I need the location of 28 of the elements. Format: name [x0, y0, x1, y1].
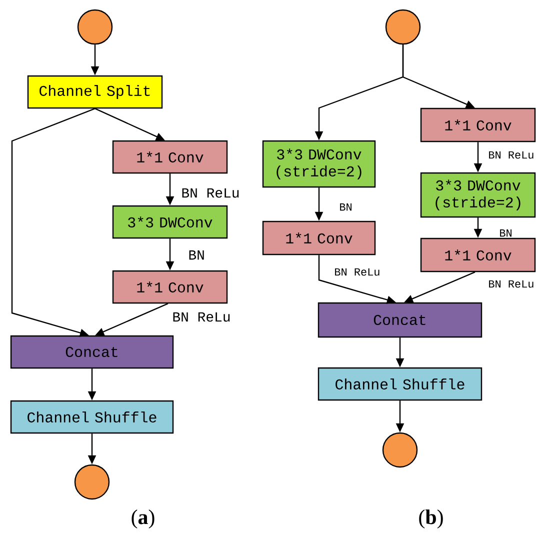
edge-label: BN ReLu [182, 188, 239, 198]
process-box: 1*1 Conv [420, 238, 536, 272]
process-box: 1*1 Conv [112, 140, 228, 174]
panel-label: (a) [132, 510, 154, 528]
panel-label: (b) [419, 510, 443, 528]
terminal-circle [382, 432, 418, 468]
process-box: Channel Split [27, 75, 163, 109]
process-box: Channel Shuffle [10, 400, 174, 434]
edge-label: BN ReLu [489, 151, 534, 159]
process-box: 1*1 Conv [262, 220, 376, 256]
edge-label: BN ReLu [335, 268, 380, 276]
process-box: Concat [318, 302, 482, 338]
terminal-circle [385, 9, 421, 45]
terminal-circle [74, 464, 110, 500]
process-box: Concat [10, 335, 174, 369]
edge-label: BN ReLu [489, 280, 534, 288]
edge-label: BN [340, 203, 352, 211]
process-box: 3*3 DWConv (stride=2) [420, 172, 536, 218]
process-box: 1*1 Conv [420, 108, 536, 142]
edge-label: BN ReLu [173, 312, 230, 322]
process-box: 3*3 DWConv [112, 205, 228, 239]
process-box: Channel Shuffle [318, 367, 482, 401]
process-box: 1*1 Conv [112, 270, 228, 304]
terminal-circle [77, 9, 113, 45]
edge-label: BN [189, 250, 204, 260]
arrow [11, 108, 96, 337]
edge-label: BN [500, 229, 512, 237]
process-box: 3*3 DWConv (stride=2) [262, 140, 376, 188]
